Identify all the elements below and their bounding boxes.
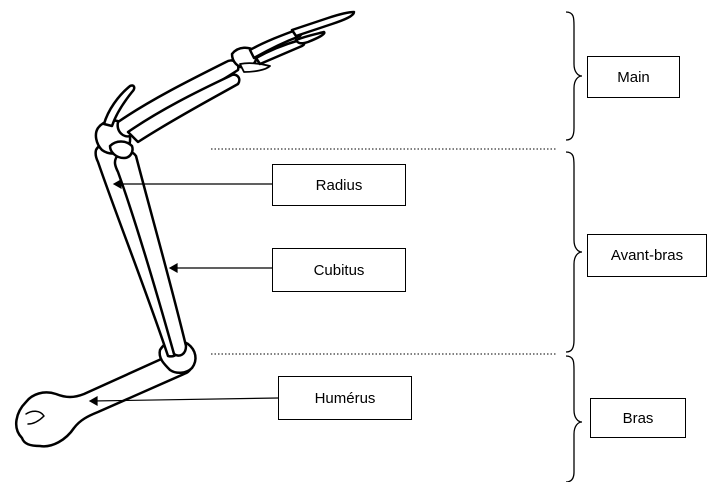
label-cubitus: Cubitus	[272, 248, 406, 292]
radius-bone	[115, 151, 186, 356]
hand-bones	[118, 60, 239, 136]
label-humerus-text: Humérus	[315, 390, 376, 407]
brace-avant-bras	[566, 152, 582, 352]
label-avant-bras: Avant-bras	[587, 234, 707, 277]
label-main-text: Main	[617, 69, 650, 86]
brace-main	[566, 12, 582, 140]
label-radius: Radius	[272, 164, 406, 206]
label-bras: Bras	[590, 398, 686, 438]
label-avant-bras-text: Avant-bras	[611, 247, 683, 264]
label-bras-text: Bras	[623, 410, 654, 427]
brace-bras	[566, 356, 582, 482]
label-humerus: Humérus	[278, 376, 412, 420]
label-main: Main	[587, 56, 680, 98]
label-radius-text: Radius	[316, 177, 363, 194]
label-cubitus-text: Cubitus	[314, 262, 365, 279]
